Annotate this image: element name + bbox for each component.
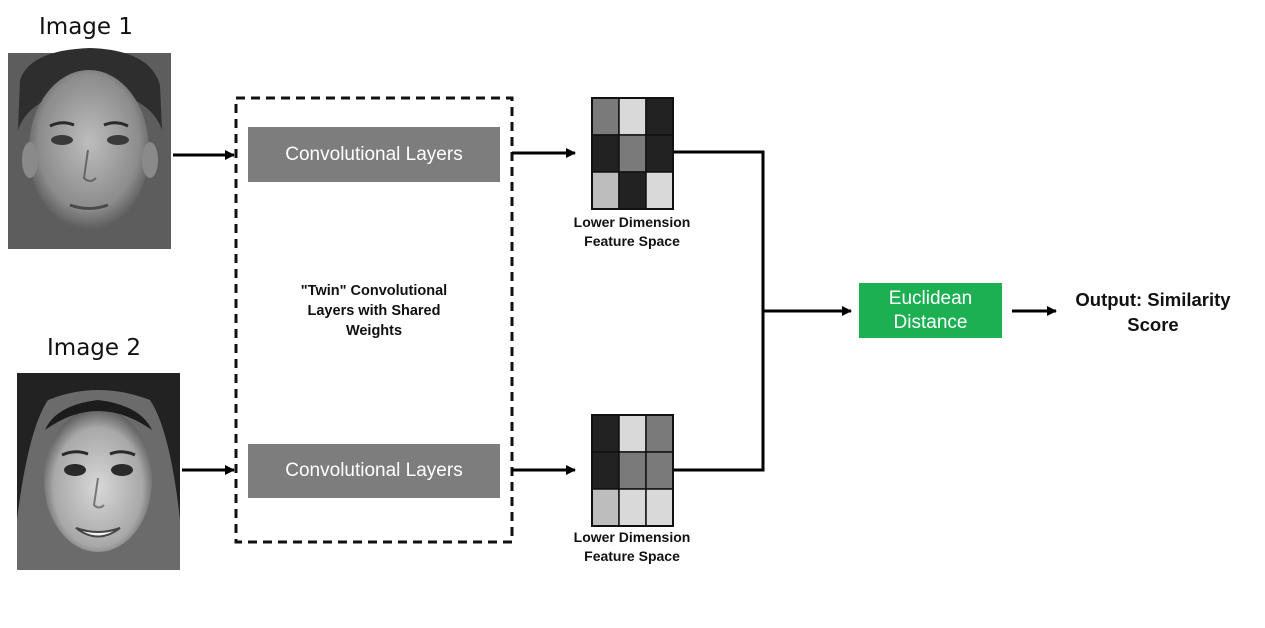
euclidean-line-2: Distance	[893, 311, 968, 333]
feature-cell	[618, 451, 647, 490]
feature-cell	[618, 414, 647, 453]
feature-cell	[645, 414, 674, 453]
twin-dashed-box	[234, 96, 514, 544]
face-photo-2	[17, 373, 180, 570]
twin-label-line-3: Weights	[345, 323, 403, 339]
conv-layers-label-1: Convolutional Layers	[285, 143, 463, 165]
feature-space-label-2: Lower Dimension Feature Space	[552, 528, 712, 566]
feature-cell	[618, 171, 647, 210]
image1-label: Image 1	[39, 14, 133, 40]
output-line-1: Output: Similarity	[1075, 289, 1231, 310]
feature-cell	[645, 97, 674, 136]
twin-layers-label: "Twin" Convolutional Layers with Shared …	[262, 281, 486, 341]
feature-cell	[591, 171, 620, 210]
feature-cell	[645, 451, 674, 490]
conv-layers-box-2: Convolutional Layers	[248, 444, 500, 498]
feature-grid-2	[591, 414, 674, 527]
conv-layers-box-1: Convolutional Layers	[248, 127, 500, 182]
output-similarity-label: Output: Similarity Score	[1062, 287, 1244, 337]
feature-cell	[591, 488, 620, 527]
feature-label-2-line-2: Feature Space	[584, 548, 680, 564]
feature-grid-border	[591, 414, 674, 527]
feature-space-label-1: Lower Dimension Feature Space	[552, 213, 712, 251]
face-photo-1	[8, 48, 171, 249]
feature-label-1-line-2: Feature Space	[584, 233, 680, 249]
feature-cell	[591, 134, 620, 173]
euclidean-line-1: Euclidean	[888, 287, 973, 309]
feature-label-1-line-1: Lower Dimension	[573, 214, 691, 230]
output-line-2: Score	[1127, 314, 1179, 335]
euclidean-distance-box: Euclidean Distance	[859, 283, 1002, 338]
twin-label-line-2: Layers with Shared	[307, 303, 441, 319]
feature-cell	[618, 97, 647, 136]
feature-cell	[618, 488, 647, 527]
feature-cell	[591, 97, 620, 136]
feature-grid-1	[591, 97, 674, 210]
image2-label: Image 2	[47, 335, 141, 361]
merge-connector	[674, 150, 765, 472]
feature-label-2-line-1: Lower Dimension	[573, 529, 691, 545]
feature-grid-border	[591, 97, 674, 210]
feature-cell	[591, 414, 620, 453]
feature-cell	[645, 171, 674, 210]
conv-layers-label-2: Convolutional Layers	[285, 460, 463, 481]
feature-cell	[645, 134, 674, 173]
twin-label-line-1: "Twin" Convolutional	[300, 283, 448, 299]
feature-cell	[645, 488, 674, 527]
feature-cell	[591, 451, 620, 490]
feature-cell	[618, 134, 647, 173]
